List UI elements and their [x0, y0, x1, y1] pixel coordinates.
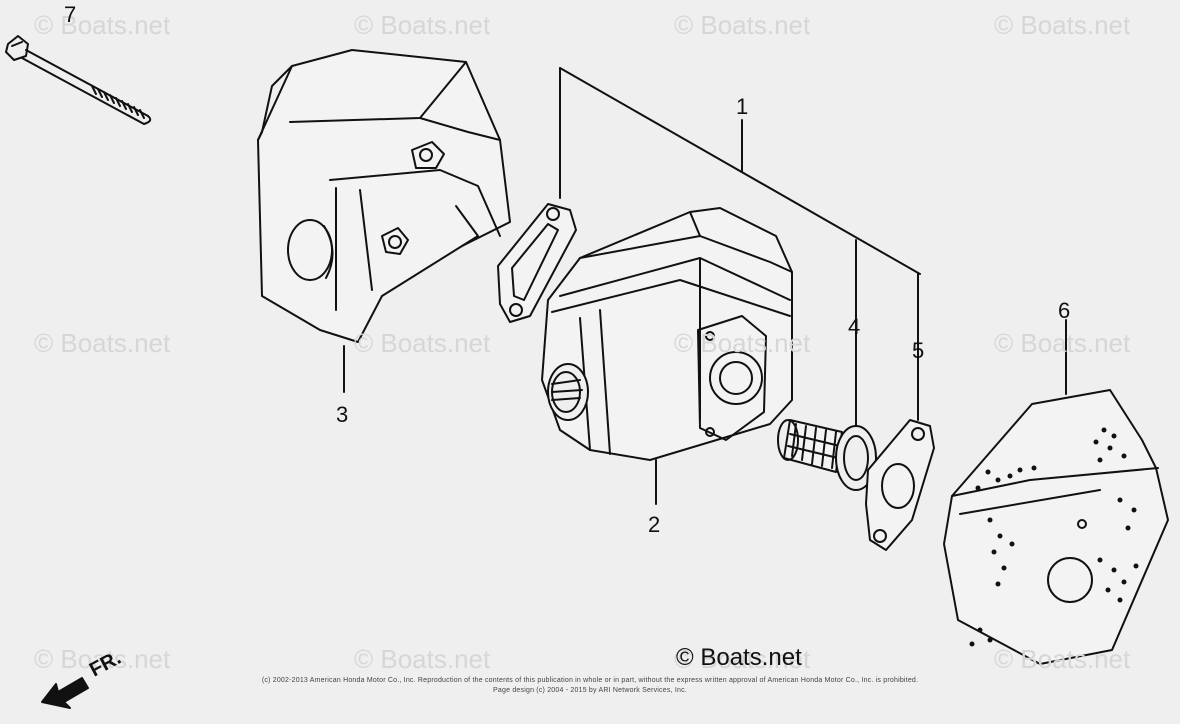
part-6-protector-plate — [943, 319, 1169, 665]
callout-3: 3 — [336, 402, 349, 427]
brand-copyright: © Boats.net — [676, 644, 802, 671]
callout-4: 4 — [848, 314, 861, 339]
front-arrow-icon — [41, 677, 89, 709]
part-5-gasket — [865, 419, 935, 551]
callout-2: 2 — [648, 512, 661, 537]
copyright-line-1: (c) 2002-2013 American Honda Motor Co., … — [261, 677, 919, 684]
watermark: © Boats.net — [674, 644, 811, 674]
part-4-spark-arrester — [777, 419, 877, 491]
watermark: © Boats.net — [994, 644, 1131, 674]
part-7-bolt — [5, 35, 152, 125]
callout-7: 7 — [64, 2, 77, 27]
watermark: © Boats.net — [994, 328, 1131, 358]
part-2-muffler — [541, 207, 793, 505]
part-1-muffler-assembly-leader — [559, 67, 921, 431]
watermark: © Boats.net — [674, 328, 811, 358]
watermark: © Boats.net — [34, 644, 171, 674]
watermark: © Boats.net — [354, 328, 491, 358]
gasket-inlet — [497, 203, 577, 323]
copyright-line-2: Page design (c) 2004 - 2015 by ARI Netwo… — [493, 687, 687, 694]
callout-6: 6 — [1058, 298, 1071, 323]
callout-5: 5 — [912, 338, 925, 363]
watermark: © Boats.net — [34, 10, 171, 40]
watermark: © Boats.net — [674, 10, 811, 40]
watermark: © Boats.net — [354, 644, 491, 674]
watermark: © Boats.net — [354, 10, 491, 40]
callout-1: 1 — [736, 94, 749, 119]
part-3-muffler-protector — [257, 49, 511, 393]
watermark: © Boats.net — [994, 10, 1131, 40]
watermark: © Boats.net — [34, 328, 171, 358]
